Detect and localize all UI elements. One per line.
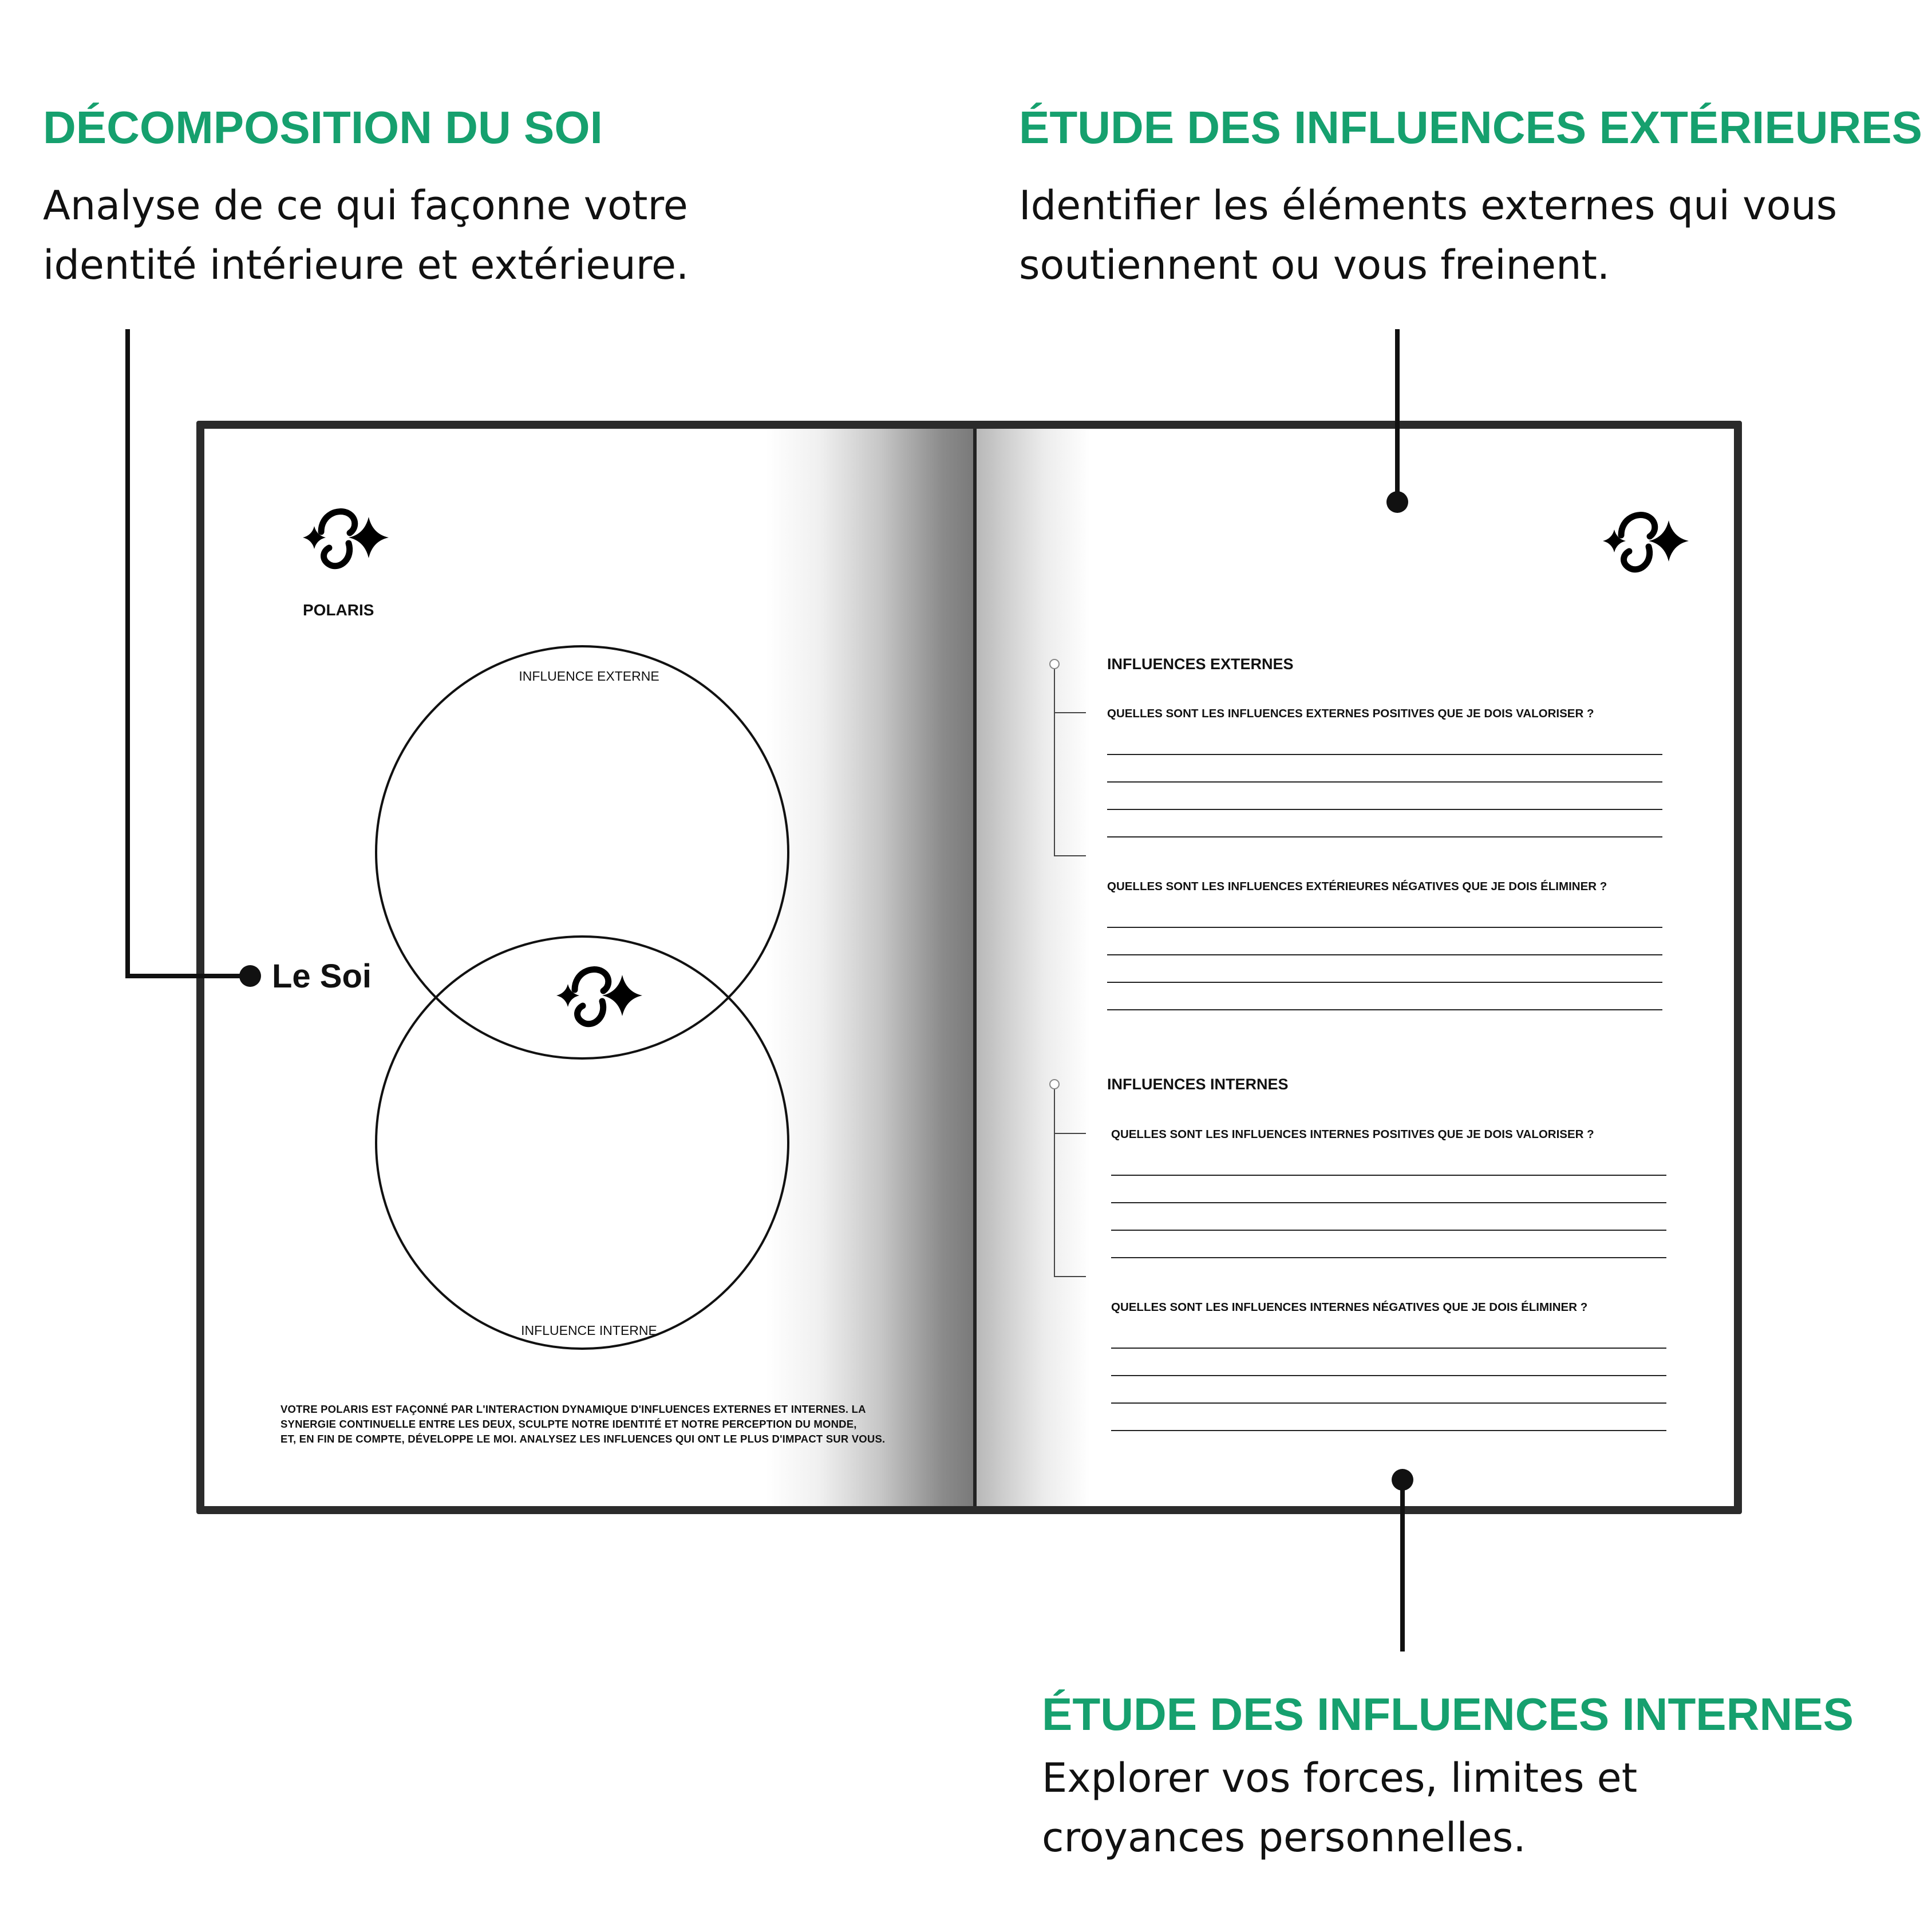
section-marker-internal-icon (1049, 1079, 1060, 1089)
footer-note-line1: VOTRE POLARIS EST FAÇONNÉ PAR L'INTERACT… (280, 1403, 866, 1415)
bracket-tick-internal-q2 (1054, 1276, 1086, 1277)
polaris-logo-center-icon (539, 961, 642, 1030)
footer-note-line2: SYNERGIE CONTINUELLE ENTRE LES DEUX, SCU… (280, 1418, 857, 1430)
answer-line[interactable] (1111, 1202, 1666, 1203)
bracket-tick-internal-q1 (1054, 1133, 1086, 1134)
callout-desc-exterieures-line2: soutiennent ou vous freinent. (1019, 242, 1610, 289)
connector-decomposition-horizontal (125, 974, 251, 978)
connector-dot-le-soi (239, 965, 261, 987)
answer-line[interactable] (1107, 836, 1662, 837)
answer-line[interactable] (1111, 1430, 1666, 1431)
answer-line[interactable] (1107, 781, 1662, 783)
callout-title-influences-internes: ÉTUDE DES INFLUENCES INTERNES (1042, 1689, 1854, 1740)
venn-label-external: INFLUENCE EXTERNE (519, 669, 659, 683)
answer-line[interactable] (1107, 982, 1662, 983)
open-book: POLARIS INFLUENCE EXTERNE INFLUENCE INTE… (196, 421, 1742, 1514)
answer-line[interactable] (1107, 1009, 1662, 1010)
brand-name: POLARIS (303, 601, 374, 619)
venn-diagram (375, 645, 789, 1350)
answer-line[interactable] (1107, 754, 1662, 755)
left-page: POLARIS INFLUENCE EXTERNE INFLUENCE INTE… (204, 429, 973, 1506)
connector-decomposition-vertical (125, 329, 130, 978)
callout-desc-internes-line2: croyances personnelles. (1042, 1814, 1526, 1861)
callout-desc-decomposition-line2: identité intérieure et extérieure. (43, 242, 689, 289)
callout-desc-internes-line1: Explorer vos forces, limites et (1042, 1755, 1638, 1801)
bracket-tick-external-q1 (1054, 712, 1086, 713)
answer-line[interactable] (1111, 1175, 1666, 1176)
connector-exterieures-vertical (1395, 329, 1400, 498)
answer-line[interactable] (1111, 1230, 1666, 1231)
venn-circle-external (375, 645, 789, 1060)
book-spine (973, 429, 977, 1506)
answer-line[interactable] (1107, 954, 1662, 955)
venn-circle-internal (375, 935, 789, 1350)
label-le-soi: Le Soi (272, 958, 372, 995)
polaris-logo-icon (286, 503, 389, 572)
question-external-negative: QUELLES SONT LES INFLUENCES EXTÉRIEURES … (1107, 880, 1607, 893)
footer-note-line3: ET, EN FIN DE COMPTE, DÉVELOPPE LE MOI. … (280, 1433, 886, 1445)
section-marker-external-icon (1049, 659, 1060, 669)
bracket-external (1054, 669, 1055, 855)
callout-title-influences-exterieures: ÉTUDE DES INFLUENCES EXTÉRIEURES (1019, 102, 1923, 153)
question-internal-negative: QUELLES SONT LES INFLUENCES INTERNES NÉG… (1111, 1301, 1588, 1314)
question-external-positive: QUELLES SONT LES INFLUENCES EXTERNES POS… (1107, 707, 1594, 720)
callout-desc-decomposition-line1: Analyse de ce qui façonne votre (43, 182, 688, 229)
callout-desc-exterieures-line1: Identifier les éléments externes qui vou… (1019, 182, 1838, 229)
connector-dot-exterieures (1386, 491, 1408, 513)
answer-line[interactable] (1111, 1348, 1666, 1349)
connector-internes-vertical (1400, 1480, 1405, 1652)
callout-title-decomposition: DÉCOMPOSITION DU SOI (43, 102, 603, 153)
heading-influences-externes: INFLUENCES EXTERNES (1107, 655, 1294, 673)
question-internal-positive: QUELLES SONT LES INFLUENCES INTERNES POS… (1111, 1128, 1594, 1141)
polaris-logo-right-icon (1586, 507, 1689, 575)
bracket-internal (1054, 1089, 1055, 1276)
bracket-tick-external-q2 (1054, 855, 1086, 856)
answer-line[interactable] (1111, 1402, 1666, 1404)
answer-line[interactable] (1107, 809, 1662, 810)
answer-line[interactable] (1111, 1375, 1666, 1376)
venn-label-internal: INFLUENCE INTERNE (521, 1323, 657, 1338)
answer-line[interactable] (1107, 927, 1662, 928)
answer-line[interactable] (1111, 1257, 1666, 1258)
right-page: INFLUENCES EXTERNES QUELLES SONT LES INF… (977, 429, 1734, 1506)
heading-influences-internes: INFLUENCES INTERNES (1107, 1076, 1289, 1093)
